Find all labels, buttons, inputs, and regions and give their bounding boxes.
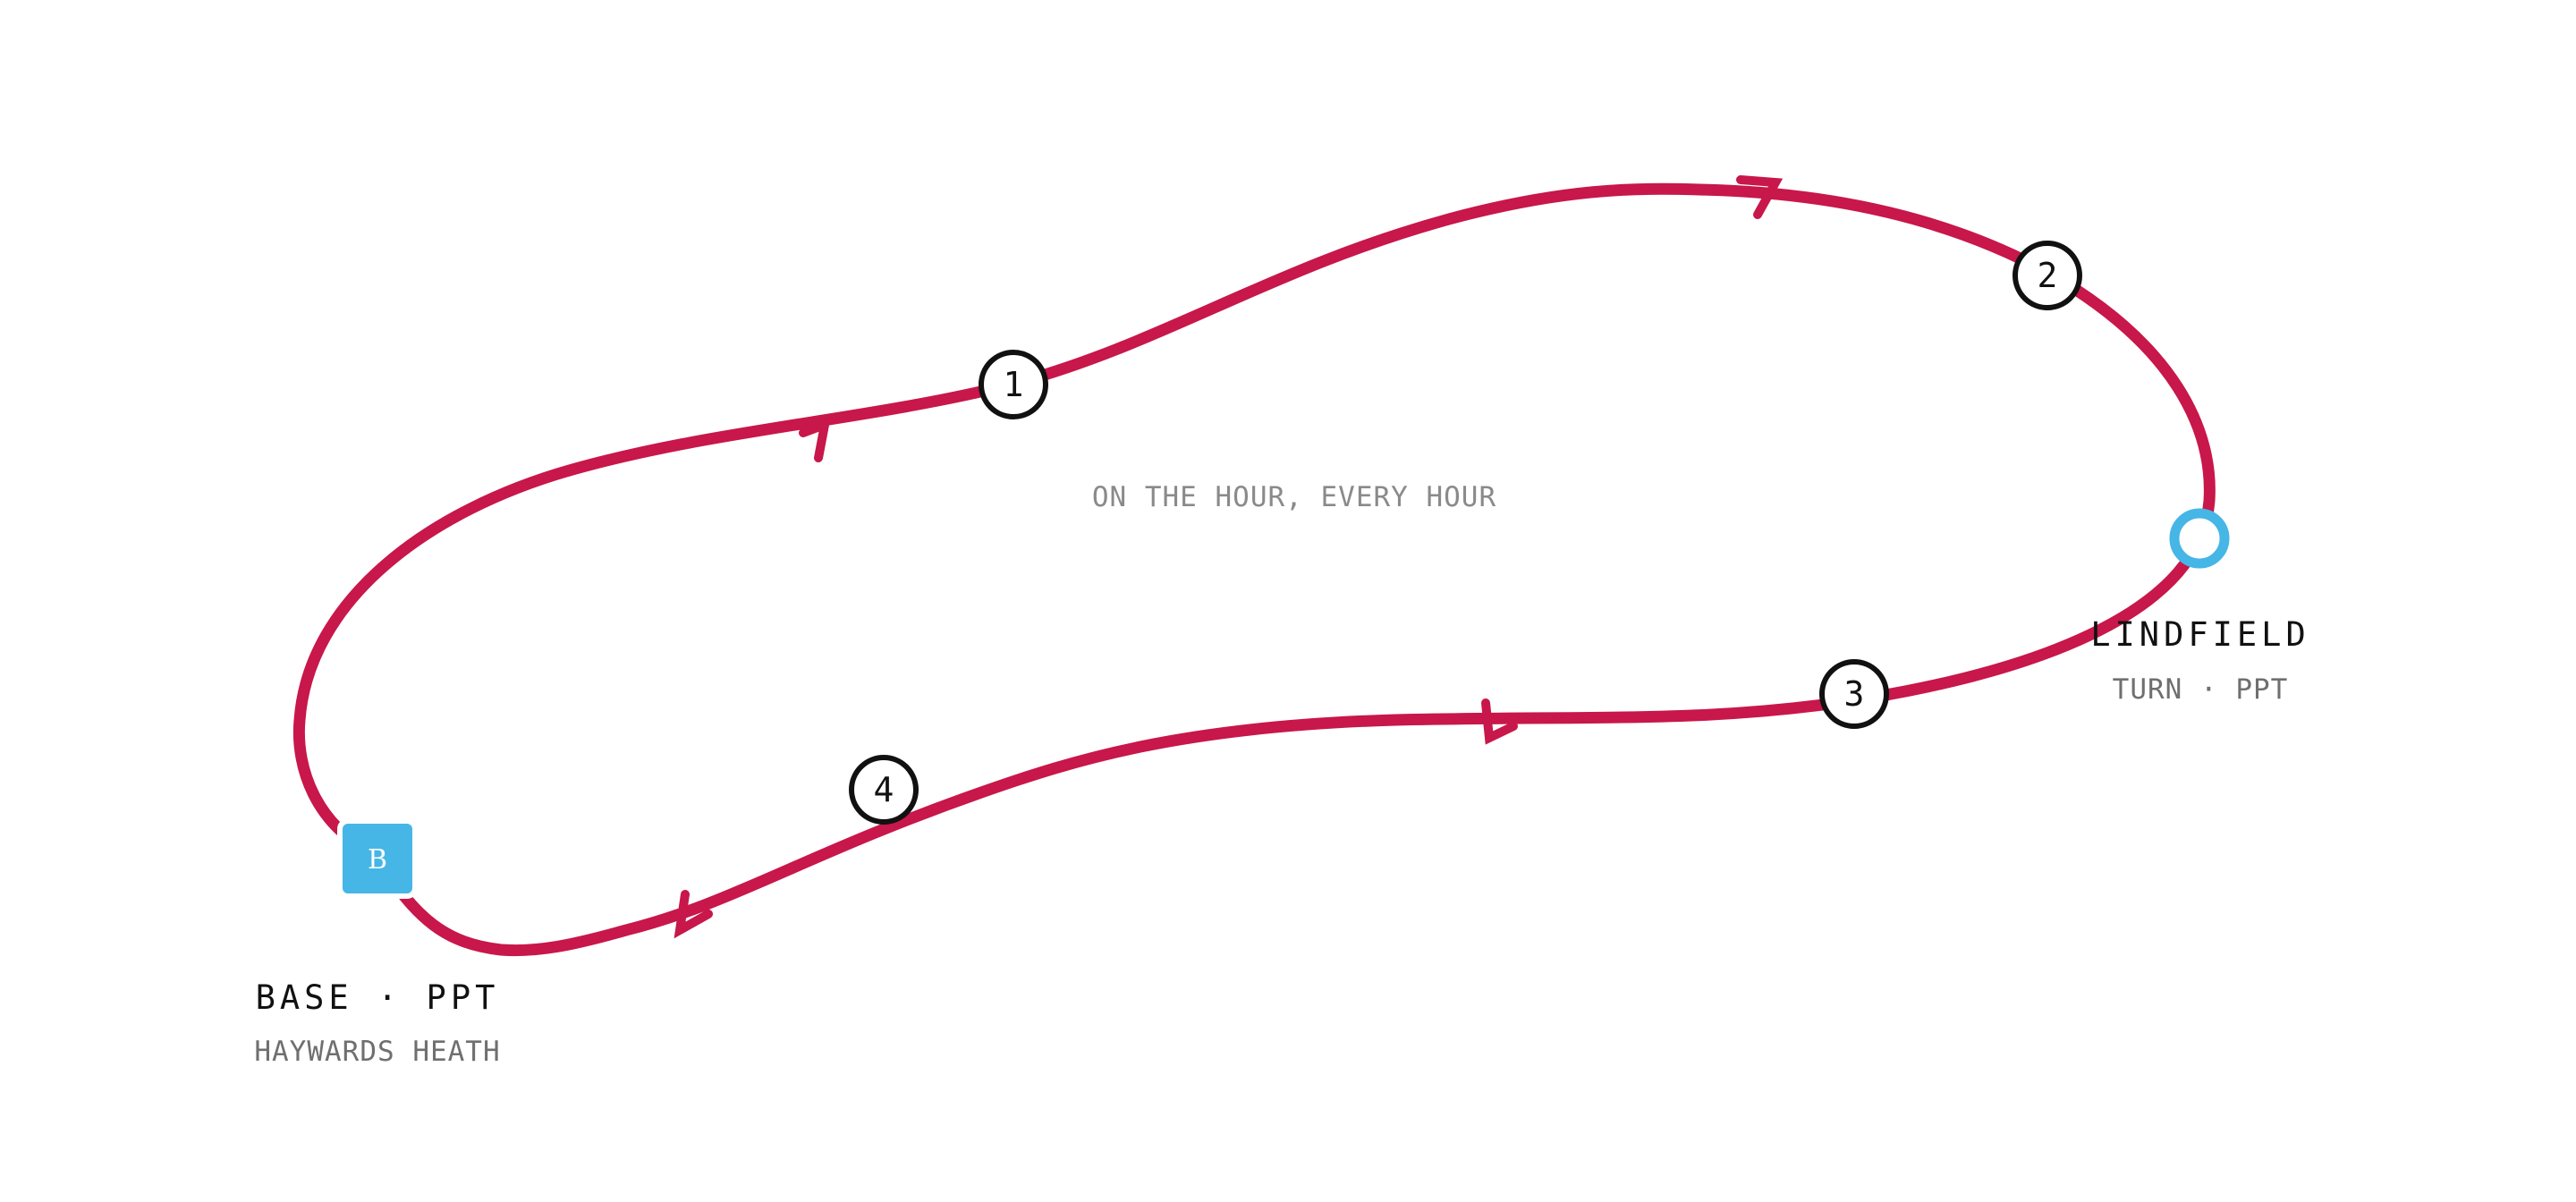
base-subtitle: HAYWARDS HEATH — [254, 1036, 500, 1068]
direction-arrow-4 — [674, 890, 713, 939]
direction-arrow-3 — [1481, 698, 1518, 745]
terminus-title: LINDFIELD — [2090, 615, 2309, 654]
direction-arrow-2 — [1736, 175, 1784, 219]
stop-1-marker[interactable]: 1 — [979, 350, 1048, 419]
base-title: BASE · PPT — [256, 978, 500, 1017]
service-frequency-caption: ON THE HOUR, EVERY HOUR — [1092, 481, 1496, 513]
terminus-subtitle: TURN · PPT — [2113, 673, 2289, 706]
stop-3-marker[interactable]: 3 — [1819, 659, 1889, 729]
base-icon-letter: B — [368, 844, 387, 876]
stop-3-number: 3 — [1844, 674, 1865, 714]
stop-2-marker[interactable]: 2 — [2012, 241, 2082, 310]
route-loop-line — [292, 182, 2216, 957]
stop-1-number: 1 — [1004, 365, 1024, 404]
stop-4-marker[interactable]: 4 — [849, 755, 919, 825]
stop-4-number: 4 — [874, 770, 894, 809]
direction-arrow-1 — [799, 418, 831, 462]
direction-arrows — [674, 175, 1784, 939]
stop-2-number: 2 — [2038, 256, 2058, 295]
base-station-icon[interactable]: B — [337, 818, 418, 899]
lindfield-station-icon[interactable] — [2169, 508, 2230, 569]
